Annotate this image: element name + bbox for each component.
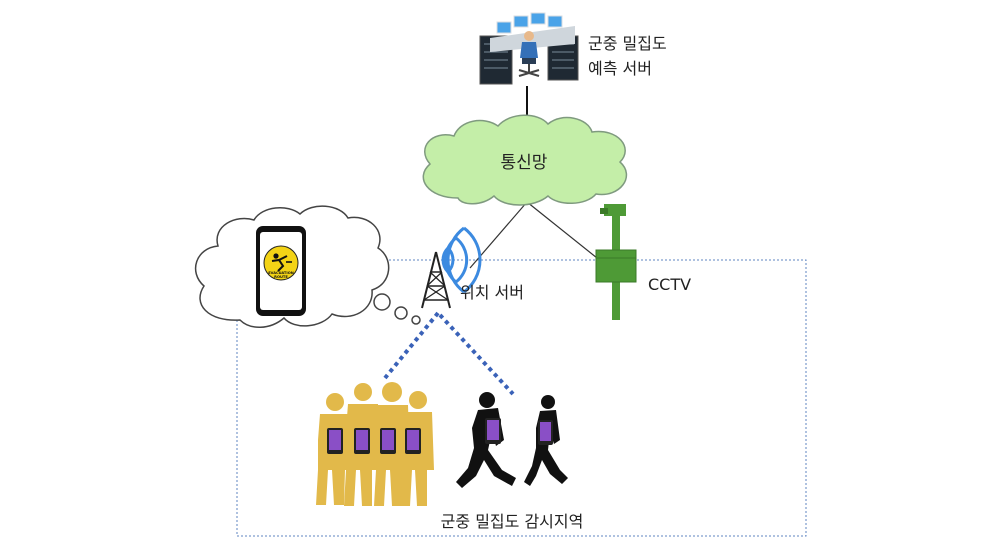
walker-device-screen	[487, 420, 499, 440]
walker-device-screen	[540, 422, 551, 441]
cctv-icon	[595, 204, 637, 320]
radio-tower-icon	[421, 226, 482, 309]
network-to-cctv-line	[526, 201, 603, 263]
server-label-line1: 군중 밀집도	[588, 34, 667, 53]
phone-logo-line1: EVACUATION	[268, 271, 294, 275]
network-cloud-icon	[422, 114, 627, 206]
walking-person-icon	[524, 395, 568, 486]
phone-logo-line2: ROUTE	[274, 275, 288, 279]
smartphone-icon	[256, 226, 306, 316]
wireless-link-left	[383, 311, 440, 380]
monitoring-area-label: 군중 밀집도 감시지역	[441, 512, 584, 531]
cctv-label: CCTV	[648, 275, 691, 294]
crowd-devices	[327, 428, 421, 454]
server-label-line2: 예측 서버	[588, 59, 652, 78]
location-server-label: 위치 서버	[460, 283, 524, 302]
wireless-link-right	[438, 313, 515, 396]
network-label: 통신망	[501, 153, 548, 173]
workstation-server-icon	[479, 12, 579, 85]
thought-bubble	[194, 205, 421, 328]
monitoring-area-border	[236, 259, 807, 537]
